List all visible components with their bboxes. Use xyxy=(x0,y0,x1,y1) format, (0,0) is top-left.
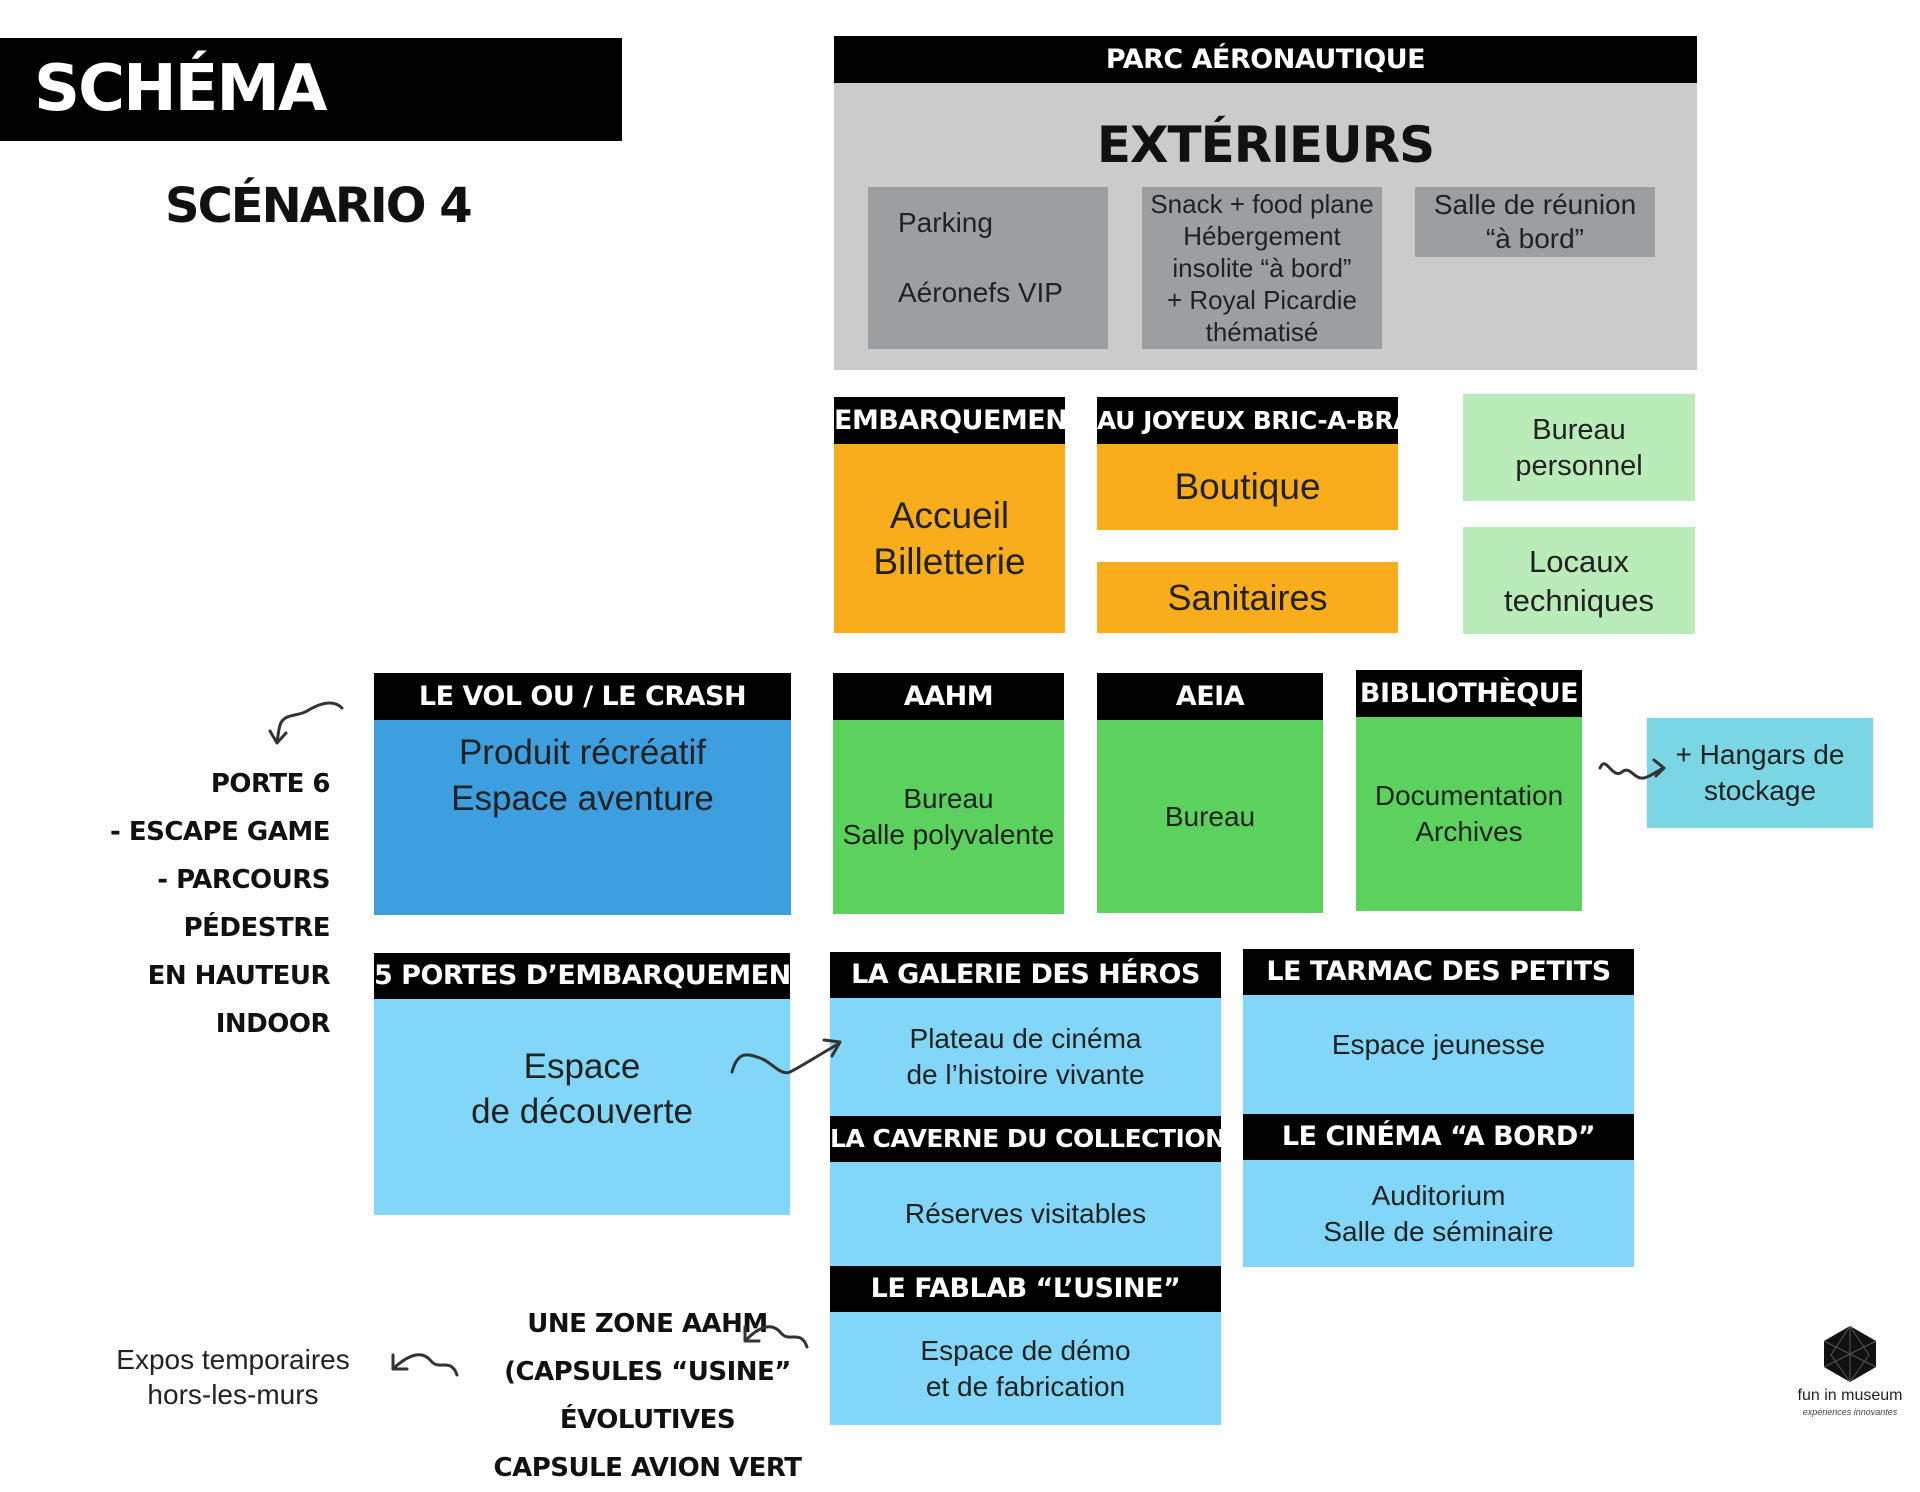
arrow-zone-aahm-icon xyxy=(743,1325,809,1349)
parking-label: Parking xyxy=(898,207,993,238)
fablab-block: LE FABLAB “L’USINE” Espace de démo et de… xyxy=(830,1266,1221,1425)
logo-name: fun in museum xyxy=(1797,1387,1903,1404)
expos-note: Expos temporaires hors-les-murs xyxy=(116,1344,350,1410)
vip-aircraft-label: Aéronefs VIP xyxy=(898,277,1063,308)
fablab-header: LE FABLAB “L’USINE” xyxy=(830,1266,1221,1312)
tarmac-block: LE TARMAC DES PETITS Espace jeunesse xyxy=(1243,949,1634,1114)
embarquement-header: EMBARQUEMENT xyxy=(834,397,1065,444)
fablab-body: Espace de démo et de fabrication xyxy=(920,1334,1131,1402)
aahm-body: Bureau Salle polyvalente xyxy=(842,783,1055,850)
aahm-block: AAHM Bureau Salle polyvalente xyxy=(833,673,1064,914)
snack-box: Snack + food plane Hébergement insolite … xyxy=(1142,187,1382,349)
cinema-header: LE CINÉMA “A BORD” xyxy=(1243,1114,1634,1160)
galerie-body: Plateau de cinéma de l’histoire vivante xyxy=(906,1023,1145,1090)
portes-block: 5 PORTES D’EMBARQUEMENT Espace de découv… xyxy=(374,953,790,1215)
aeia-header: AEIA xyxy=(1097,673,1323,720)
bureau-personnel-block: Bureau personnel xyxy=(1463,394,1695,501)
vol-block: LE VOL OU / LE CRASH Produit récréatif E… xyxy=(374,673,791,915)
locaux-techniques-block: Locaux techniques xyxy=(1463,527,1695,634)
tarmac-body: Espace jeunesse xyxy=(1331,1029,1546,1060)
galerie-block: LA GALERIE DES HÉROS Plateau de cinéma d… xyxy=(830,952,1221,1116)
exterior-title: EXTÉRIEURS xyxy=(1096,116,1435,174)
vol-body: Produit récréatif Espace aventure xyxy=(451,733,714,818)
boutique-block: AU JOYEUX BRIC-A-BRAC Boutique xyxy=(1097,397,1398,530)
arrow-porte-6-icon xyxy=(268,701,344,745)
bibliotheque-body: Documentation Archives xyxy=(1374,780,1564,847)
embarquement-body: Accueil Billetterie xyxy=(873,494,1026,582)
aeia-block: AEIA Bureau xyxy=(1097,673,1323,913)
tarmac-header: LE TARMAC DES PETITS xyxy=(1243,949,1634,995)
arrow-hangars-icon xyxy=(1598,758,1666,780)
arrow-expos-icon xyxy=(391,1353,459,1377)
page-subtitle: SCÉNARIO 4 xyxy=(165,178,473,234)
aahm-header: AAHM xyxy=(833,673,1064,720)
caverne-block: LA CAVERNE DU COLLECTIONNEUR Réserves vi… xyxy=(830,1116,1221,1266)
hangars-block: + Hangars de stockage xyxy=(1647,718,1873,828)
galerie-header: LA GALERIE DES HÉROS xyxy=(830,952,1221,998)
boutique-header: AU JOYEUX BRIC-A-BRAC xyxy=(1097,397,1398,444)
sanitaires-label: Sanitaires xyxy=(1167,576,1328,618)
cinema-body: Auditorium Salle de séminaire xyxy=(1323,1179,1554,1247)
parking-box: Parking Aéronefs VIP xyxy=(868,187,1108,349)
logo: fun in museum expériences innovantes xyxy=(1775,1325,1920,1425)
embarquement-block: EMBARQUEMENT Accueil Billetterie xyxy=(834,397,1065,633)
cinema-block: LE CINÉMA “A BORD” Auditorium Salle de s… xyxy=(1243,1114,1634,1267)
page-title: SCHÉMA FONCTIONNEL xyxy=(0,38,622,229)
vol-header: LE VOL OU / LE CRASH xyxy=(374,673,791,720)
bibliotheque-block: BIBLIOTHÈQUE Documentation Archives xyxy=(1356,670,1582,911)
exterior-header: PARC AÉRONAUTIQUE xyxy=(834,36,1697,83)
arrow-galerie-icon xyxy=(730,1038,842,1075)
polyhedron-icon xyxy=(1823,1325,1877,1383)
portes-header: 5 PORTES D’EMBARQUEMENT xyxy=(374,953,790,999)
portes-body: Espace de découverte xyxy=(471,1047,693,1131)
logo-tagline: expériences innovantes xyxy=(1802,1407,1898,1417)
bibliotheque-header: BIBLIOTHÈQUE xyxy=(1356,670,1582,717)
aeia-body: Bureau xyxy=(1164,800,1256,832)
caverne-header: LA CAVERNE DU COLLECTIONNEUR xyxy=(830,1116,1221,1162)
porte-6-note: PORTE 6 - ESCAPE GAME - PARCOURS PÉDESTR… xyxy=(110,769,331,1039)
caverne-body: Réserves visitables xyxy=(904,1198,1147,1229)
boutique-body: Boutique xyxy=(1174,466,1321,507)
meeting-room-box: Salle de réunion “à bord” xyxy=(1415,187,1655,257)
sanitaires-block: Sanitaires xyxy=(1097,562,1398,633)
